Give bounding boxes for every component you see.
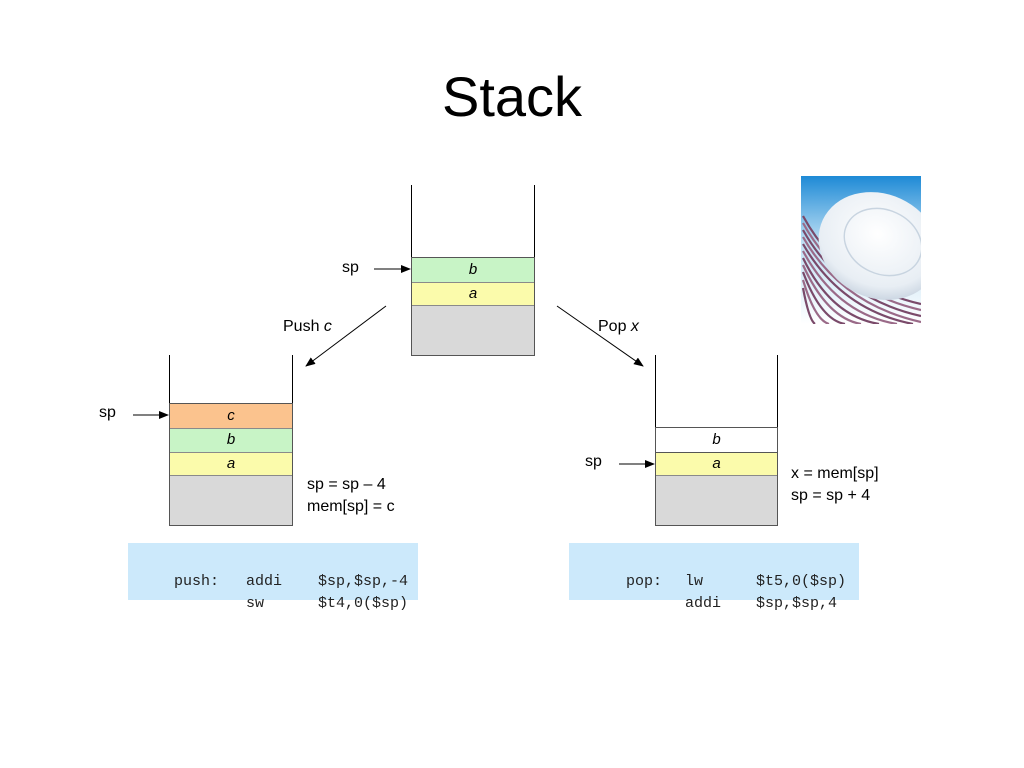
right-stack-cell-b: b xyxy=(656,428,777,452)
pop-label: Pop x xyxy=(598,318,639,336)
pop-code-line-1: pop: lw $t5,0($sp) xyxy=(590,549,859,590)
page-title: Stack xyxy=(441,65,583,128)
push-label-var: c xyxy=(323,318,332,335)
right-op-2: sp = sp + 4 xyxy=(791,487,871,504)
right-op-1: x = mem[sp] xyxy=(791,465,879,482)
right-stack: b a xyxy=(655,427,778,526)
top-sp-label: sp xyxy=(342,259,359,276)
push-label: Push c xyxy=(283,318,332,336)
top-stack-cell-b: b xyxy=(412,258,534,282)
push-code-label: push: xyxy=(174,573,220,590)
left-sp-label: sp xyxy=(99,404,116,421)
left-stack: c b a xyxy=(169,403,293,526)
push-code-args-1: $sp,$sp,-4 xyxy=(318,573,409,590)
pop-code-args-1: $t5,0($sp) xyxy=(756,573,847,590)
pop-arrow xyxy=(556,305,644,367)
right-sp-label: sp xyxy=(585,453,602,470)
left-op-2: mem[sp] = c xyxy=(307,498,395,515)
left-op-1: sp = sp – 4 xyxy=(307,476,386,493)
push-arrow xyxy=(305,305,387,367)
left-stack-cell-b: b xyxy=(170,428,292,452)
pop-code-block: pop: lw $t5,0($sp) addi $sp,$sp,4 xyxy=(569,543,859,612)
push-code-op-1: addi xyxy=(246,573,283,590)
top-stack: b a xyxy=(411,257,535,356)
pop-code-op-2: addi xyxy=(685,595,722,612)
pop-label-text: Pop xyxy=(598,318,631,335)
push-code-args-2: $t4,0($sp) xyxy=(318,595,409,612)
pop-label-var: x xyxy=(630,318,639,335)
push-code-line-1: push: addi $sp,$sp,-4 xyxy=(138,549,418,590)
push-code-line-2: sw $t4,0($sp) xyxy=(138,571,418,612)
push-code-block: push: addi $sp,$sp,-4 sw $t4,0($sp) xyxy=(128,543,418,612)
push-label-text: Push xyxy=(283,318,324,335)
pop-code-line-2: addi $sp,$sp,4 xyxy=(590,571,859,612)
push-code-op-2: sw xyxy=(246,595,265,612)
pop-code-op-1: lw xyxy=(685,573,704,590)
right-stack-cell-a: a xyxy=(656,452,777,476)
left-stack-cell-c: c xyxy=(170,404,292,428)
pop-code-args-2: $sp,$sp,4 xyxy=(756,595,838,612)
top-stack-cell-a: a xyxy=(412,282,534,306)
left-stack-cell-a: a xyxy=(170,452,292,476)
pop-code-label: pop: xyxy=(626,573,663,590)
plate-stack-icon xyxy=(801,176,921,324)
